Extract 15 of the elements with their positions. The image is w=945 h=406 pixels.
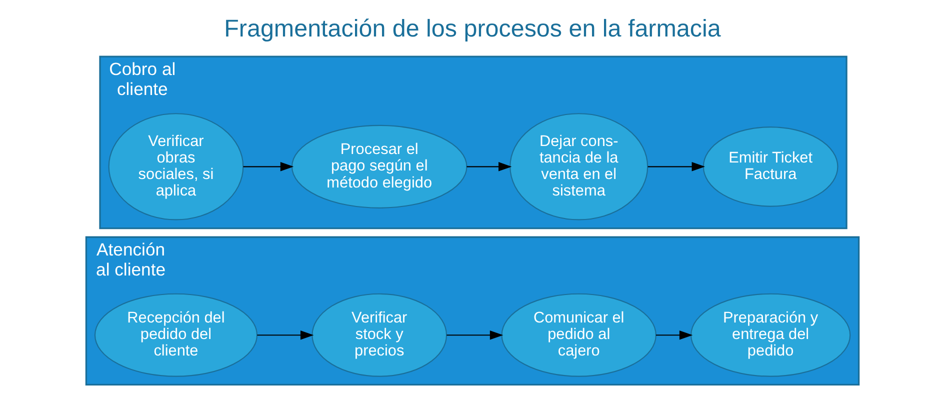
node-ellipse: Recepción del pedido del cliente [94, 293, 258, 377]
node-ellipse: Preparación y entrega del pedido [690, 293, 851, 377]
node-ellipse: Dejar cons- tancia de la venta en el sistema [510, 113, 648, 220]
node-ellipse: Verificar obras sociales, si aplica [108, 113, 244, 220]
arrow [446, 330, 504, 340]
arrow [648, 162, 705, 172]
arrow [243, 162, 294, 172]
arrow [656, 330, 693, 340]
node-ellipse: Comunicar el pedido al cajero [501, 293, 656, 377]
node-ellipse: Procesar el pago según el método elegido [291, 124, 468, 208]
node-ellipse: Emitir Ticket Factura [702, 126, 838, 207]
node-ellipse: Verificar stock y precios [312, 293, 448, 377]
arrow [466, 162, 512, 172]
diagram-title: Fragmentación de los procesos en la farmacia [224, 15, 721, 42]
arrow [257, 330, 314, 340]
